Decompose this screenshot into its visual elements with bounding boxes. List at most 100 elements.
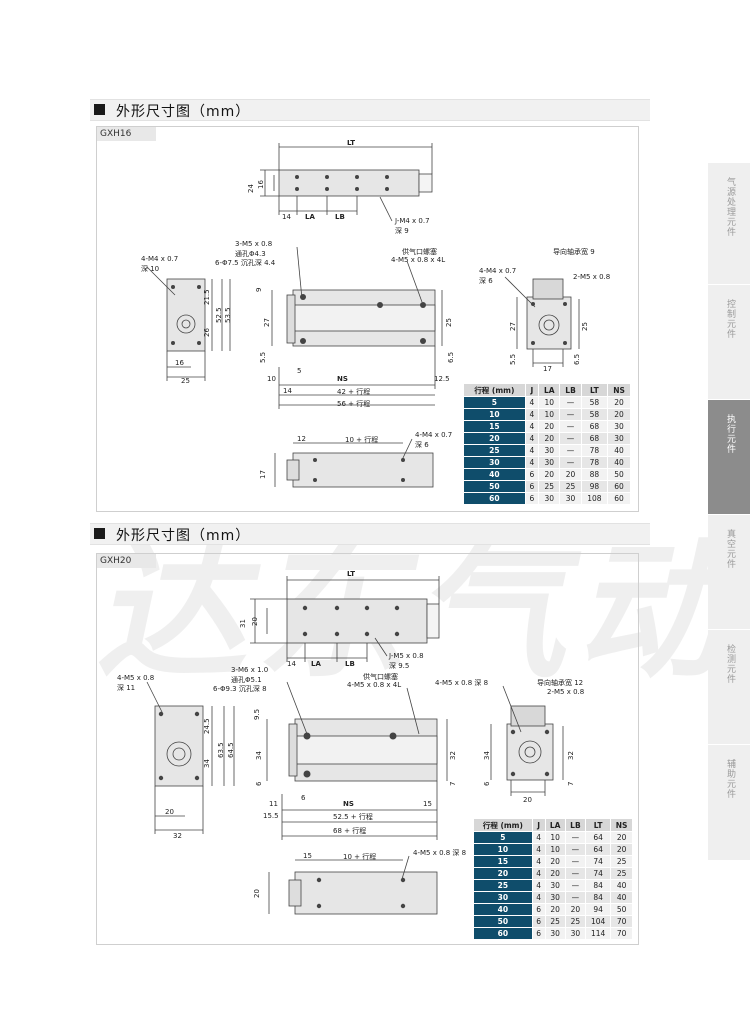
table-cell: 25 xyxy=(610,855,633,868)
table-cell: 20 xyxy=(610,831,633,844)
table-cell: — xyxy=(564,855,587,868)
dim-11: 11 xyxy=(269,800,278,808)
th-lt: LT xyxy=(585,818,612,832)
table-cell: 20 xyxy=(607,408,631,421)
dim-front-7: 7 xyxy=(449,781,457,786)
dim-la: LA xyxy=(305,213,315,221)
table-cell: 64 xyxy=(585,843,612,856)
dim-right-34: 34 xyxy=(483,751,491,760)
table-cell: 4 xyxy=(531,855,546,868)
table-cell: 50 xyxy=(473,915,533,928)
dim-right-32: 32 xyxy=(567,751,575,760)
label-air-plug: 供气口螺塞 xyxy=(402,248,437,256)
dim-15-5: 15.5 xyxy=(263,812,279,820)
sidebar-tab-detection[interactable]: 检测元件 xyxy=(708,629,750,745)
table-cell: 6 xyxy=(524,480,540,493)
table-cell: 4 xyxy=(524,420,540,433)
dim-right-7: 7 xyxy=(567,781,575,786)
sidebar-tab-control[interactable]: 控制元件 xyxy=(708,284,750,400)
dim-right-20: 20 xyxy=(523,796,532,804)
table-cell: 20 xyxy=(544,867,566,880)
table-cell: 6 xyxy=(524,468,540,481)
table-cell: 58 xyxy=(580,408,609,421)
dim-26: 26 xyxy=(203,328,211,337)
dim-52-5: 52.5 xyxy=(215,307,223,323)
label-left-thread: 4-M4 x 0.7 xyxy=(141,255,179,263)
label-right-thread: 4-M5 x 0.8 深 8 xyxy=(435,679,489,687)
table-cell: 30 xyxy=(607,420,631,433)
table-cell: — xyxy=(559,456,582,469)
dim-front-34: 34 xyxy=(255,751,263,760)
dim-front-25: 25 xyxy=(445,318,453,327)
dim-9-5: 9.5 xyxy=(253,708,261,720)
table-cell: 84 xyxy=(585,891,612,904)
sidebar-tab-actuator[interactable]: 执行元件 xyxy=(708,399,750,515)
table-cell: 98 xyxy=(580,480,609,493)
th-lb: LB xyxy=(564,818,587,832)
table-cell: 40 xyxy=(610,879,633,892)
table-cell: 114 xyxy=(585,927,612,940)
table-cell: 108 xyxy=(580,492,609,505)
table-cell: — xyxy=(564,867,587,880)
dim-ns: NS xyxy=(343,800,354,808)
sidebar-tab-auxiliary[interactable]: 辅助元件 xyxy=(708,744,750,860)
table-cell: — xyxy=(559,432,582,445)
table-cell: 40 xyxy=(473,903,533,916)
dim-16: 16 xyxy=(257,180,265,189)
table-cell: 20 xyxy=(463,432,526,445)
table-cell: — xyxy=(564,891,587,904)
table-cell: — xyxy=(564,831,587,844)
table-cell: 30 xyxy=(538,444,561,457)
label-j-thread: J-M4 x 0.7 xyxy=(395,217,430,225)
table-cell: 5 xyxy=(473,831,533,844)
th-la: LA xyxy=(538,383,561,397)
label-front-hole: 通孔Φ4.3 xyxy=(235,250,266,258)
square-bullet-icon xyxy=(94,104,105,115)
dim-la: LA xyxy=(311,660,321,668)
table-cell: 104 xyxy=(585,915,612,928)
sidebar-tab-vacuum[interactable]: 真空元件 xyxy=(708,514,750,630)
dim-front-32: 32 xyxy=(449,751,457,760)
table-cell: 30 xyxy=(463,456,526,469)
dim-front-6: 6 xyxy=(255,781,263,786)
table-cell: 50 xyxy=(607,468,631,481)
label-left-thread: 4-M5 x 0.8 xyxy=(117,674,155,682)
dim-bottom-15: 15 xyxy=(303,852,312,860)
dim-w20: 20 xyxy=(165,808,174,816)
label-front-counterbore: 6-Φ9.3 沉孔深 8 xyxy=(213,685,267,693)
sidebar-tab-air-treatment[interactable]: 气源处理元件 xyxy=(708,162,750,285)
th-stroke: 行程 (mm) xyxy=(473,818,533,832)
table-cell: 68 xyxy=(580,420,609,433)
section-header-1: 外形尺寸图（mm） xyxy=(90,99,650,121)
table-cell: 40 xyxy=(607,444,631,457)
section-header-2: 外形尺寸图（mm） xyxy=(90,523,650,545)
dim-64-5: 64.5 xyxy=(227,742,235,758)
dim-68-stroke: 68 + 行程 xyxy=(333,827,367,835)
th-lt: LT xyxy=(580,383,609,397)
label-bottom-thread: 4-M4 x 0.7 xyxy=(415,431,453,439)
table-cell: 25 xyxy=(564,915,587,928)
dim-ns: NS xyxy=(337,375,348,383)
dim-24: 24 xyxy=(247,184,255,193)
dim-14: 14 xyxy=(287,660,296,668)
dim-right-6-5: 6.5 xyxy=(573,353,581,365)
label-front-thread: 3-M5 x 0.8 xyxy=(235,240,273,248)
label-bottom-thread: 4-M5 x 0.8 深 8 xyxy=(413,849,467,857)
th-j: J xyxy=(531,818,546,832)
dim-63-5: 63.5 xyxy=(217,742,225,758)
table-cell: 60 xyxy=(463,492,526,505)
gxh20-drawing xyxy=(146,576,564,915)
table-cell: 10 xyxy=(538,408,561,421)
dim-9: 9 xyxy=(255,287,263,292)
